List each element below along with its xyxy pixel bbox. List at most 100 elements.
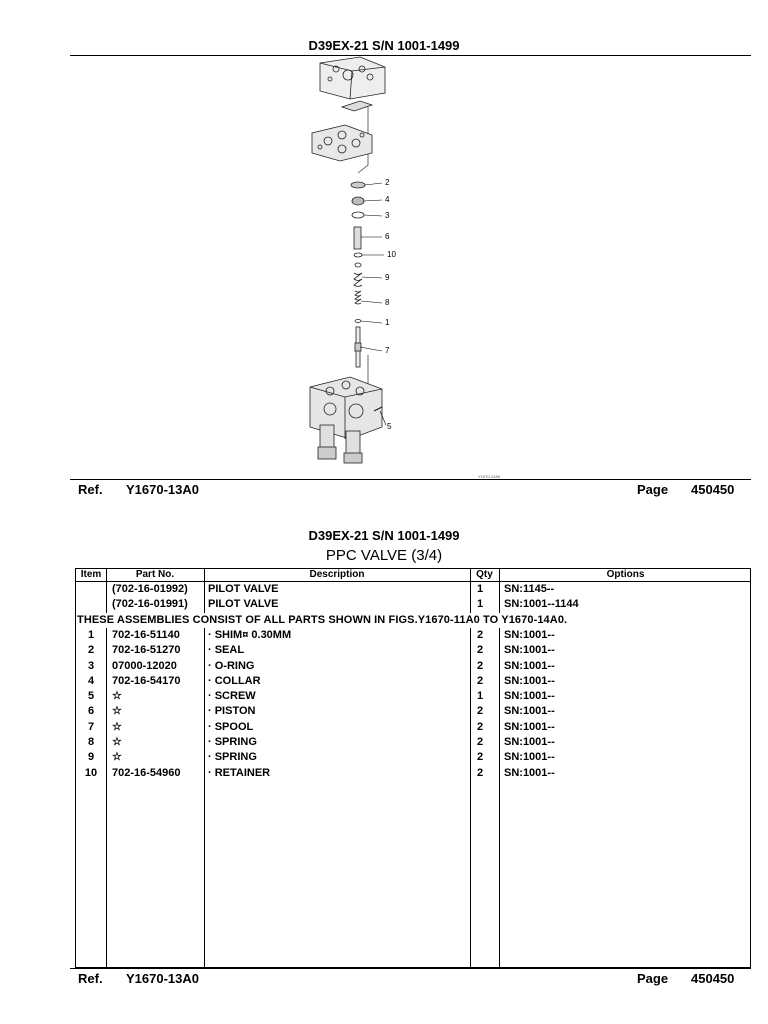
page-label: Page — [637, 482, 669, 497]
cell-part-no: 07000-12020 — [112, 659, 177, 672]
header-rule — [76, 581, 750, 582]
header-description: Description — [309, 569, 365, 580]
callout-6: 6 — [385, 232, 390, 241]
callout-5: 5 — [387, 422, 392, 431]
cell-part-no: ☆ — [112, 736, 122, 748]
cell-part-no: ☆ — [112, 690, 122, 703]
cell-options: SN:1001-- — [504, 705, 555, 718]
cell-part-no: 702-16-54170 — [112, 674, 181, 687]
title-rule — [70, 55, 751, 56]
diagram-page-title: D39EX-21 S/N 1001-1499 — [308, 38, 460, 53]
cell-item: 8 — [87, 736, 95, 748]
table-row: 7 ☆ · SPOOL 2 SN:1001-- — [76, 720, 750, 735]
cell-item: 5 — [87, 690, 95, 703]
callout-1: 1 — [385, 318, 390, 327]
callout-4: 4 — [385, 195, 390, 204]
callout-9: 9 — [385, 273, 390, 282]
cell-description: · RETAINER — [208, 766, 271, 779]
page-label: Page — [637, 971, 669, 986]
col-divider — [106, 569, 107, 967]
cell-description: · SCREW — [208, 690, 256, 703]
cell-item: 7 — [87, 720, 95, 733]
cell-description: · SPRING — [208, 736, 257, 748]
callout-7: 7 — [385, 346, 390, 355]
parts-page-title: D39EX-21 S/N 1001-1499 — [308, 528, 460, 543]
cell-item: 9 — [87, 751, 95, 764]
cell-item: 1 — [87, 628, 95, 641]
footer-rule-top — [70, 479, 751, 480]
cell-qty: 2 — [477, 766, 484, 779]
cell-options: SN:1001-- — [504, 736, 555, 748]
section-subtitle: PPC VALVE (3/4) — [325, 547, 443, 564]
col-divider — [204, 569, 205, 967]
cell-description: · SPOOL — [208, 720, 254, 733]
cell-description: · COLLAR — [208, 674, 261, 687]
cell-options: SN:1001-- — [504, 659, 555, 672]
cell-part-no: ☆ — [112, 720, 122, 733]
exploded-parts-diagram: 2 4 3 6 10 9 8 1 7 5 — [290, 55, 430, 480]
cell-options: SN:1001-- — [504, 720, 555, 733]
cell-part-no: (702-16-01992) — [112, 583, 188, 595]
parts-table: Item Part No. Description Qty Options (7… — [75, 568, 751, 968]
cell-part-no: ☆ — [112, 705, 122, 718]
cell-options: SN:1001--1144 — [504, 598, 579, 611]
callout-3: 3 — [385, 211, 390, 220]
cell-options: SN:1145-- — [504, 583, 555, 595]
cell-qty: 1 — [477, 598, 484, 611]
cell-item: 4 — [87, 674, 95, 687]
cell-options: SN:1001-- — [504, 751, 555, 764]
cell-item: 6 — [87, 705, 95, 718]
cell-options: SN:1001-- — [504, 766, 555, 779]
page-number: 450450 — [691, 971, 735, 986]
callout-2: 2 — [385, 178, 390, 187]
cell-description: · SHIM¤ 0.30MM — [208, 628, 292, 641]
cell-qty: 2 — [477, 720, 484, 733]
table-row: 1 702-16-51140 · SHIM¤ 0.30MM 2 SN:1001-- — [76, 628, 750, 643]
cell-qty: 1 — [477, 583, 484, 595]
callout-10: 10 — [387, 250, 396, 259]
footer-rule-bottom — [70, 968, 751, 969]
cell-qty: 2 — [477, 751, 484, 764]
callout-8: 8 — [385, 298, 390, 307]
cell-part-no: 702-16-51140 — [112, 628, 180, 641]
cell-qty: 2 — [477, 705, 484, 718]
cell-options: SN:1001-- — [504, 674, 555, 687]
cell-description: · SEAL — [208, 644, 245, 657]
cell-qty: 2 — [477, 659, 484, 672]
header-part-no: Part No. — [135, 569, 175, 580]
table-note-row: THESE ASSEMBLIES CONSIST OF ALL PARTS SH… — [76, 612, 750, 628]
ref-value: Y1670-13A0 — [126, 482, 199, 497]
ref-label: Ref. — [78, 482, 103, 497]
table-row: 10 702-16-54960 · RETAINER 2 SN:1001-- — [76, 766, 750, 781]
cell-part-no: 702-16-51270 — [112, 644, 181, 657]
assembly-note: THESE ASSEMBLIES CONSIST OF ALL PARTS SH… — [77, 612, 568, 628]
page-number: 450450 — [691, 482, 735, 497]
header-qty: Qty — [476, 569, 493, 580]
cell-item: 3 — [87, 659, 95, 672]
cell-description: PILOT VALVE — [208, 598, 279, 611]
cell-part-no: (702-16-01991) — [112, 598, 188, 611]
col-divider — [470, 569, 471, 967]
cell-qty: 2 — [477, 628, 484, 641]
cell-item: 10 — [84, 766, 98, 779]
cell-options: SN:1001-- — [504, 628, 555, 641]
drawing-number: Y1670-13A0 — [478, 474, 501, 479]
cell-qty: 2 — [477, 644, 484, 657]
header-item: Item — [80, 569, 102, 580]
cell-part-no: ☆ — [112, 751, 122, 764]
col-divider — [499, 569, 500, 967]
cell-item: 2 — [87, 644, 95, 657]
cell-description: · SPRING — [208, 751, 257, 764]
cell-options: SN:1001-- — [504, 690, 555, 703]
table-row: (702-16-01991) PILOT VALVE 1 SN:1001--1144 — [76, 597, 750, 612]
header-options: Options — [606, 569, 645, 580]
cell-qty: 2 — [477, 736, 484, 748]
ref-value: Y1670-13A0 — [126, 971, 199, 986]
cell-part-no: 702-16-54960 — [112, 766, 181, 779]
